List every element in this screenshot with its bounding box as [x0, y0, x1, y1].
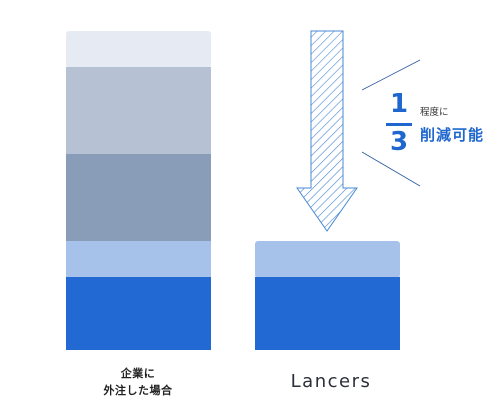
callout-line-top: [361, 59, 421, 91]
left-bar-segment-blue: [66, 277, 211, 350]
left-bar-label-line2: 外注した場合: [103, 384, 173, 397]
reduction-big-text: 削減可能: [420, 126, 485, 144]
left-bar-segment-light-blue: [66, 241, 211, 278]
left-stacked-bar: [66, 31, 211, 350]
left-bar-segment-2: [66, 67, 211, 155]
reduction-small-text: 程度に: [420, 107, 449, 118]
left-bar-label: 企業に 外注した場合: [58, 365, 218, 399]
callout-line-bottom: [361, 151, 421, 187]
fraction-denominator: 3: [389, 127, 409, 157]
left-bar-label-line1: 企業に: [120, 367, 156, 380]
left-bar-segment-3: [66, 154, 211, 242]
left-bar-segment-top: [66, 31, 211, 68]
right-stacked-bar: [255, 241, 400, 350]
lancers-logo: Lancers: [290, 371, 372, 392]
fraction-bar: [386, 123, 412, 126]
right-bar-segment-blue: [255, 277, 400, 350]
down-arrow-icon: [296, 30, 358, 232]
fraction-numerator: 1: [389, 89, 409, 119]
right-bar-segment-light-blue: [255, 241, 400, 278]
